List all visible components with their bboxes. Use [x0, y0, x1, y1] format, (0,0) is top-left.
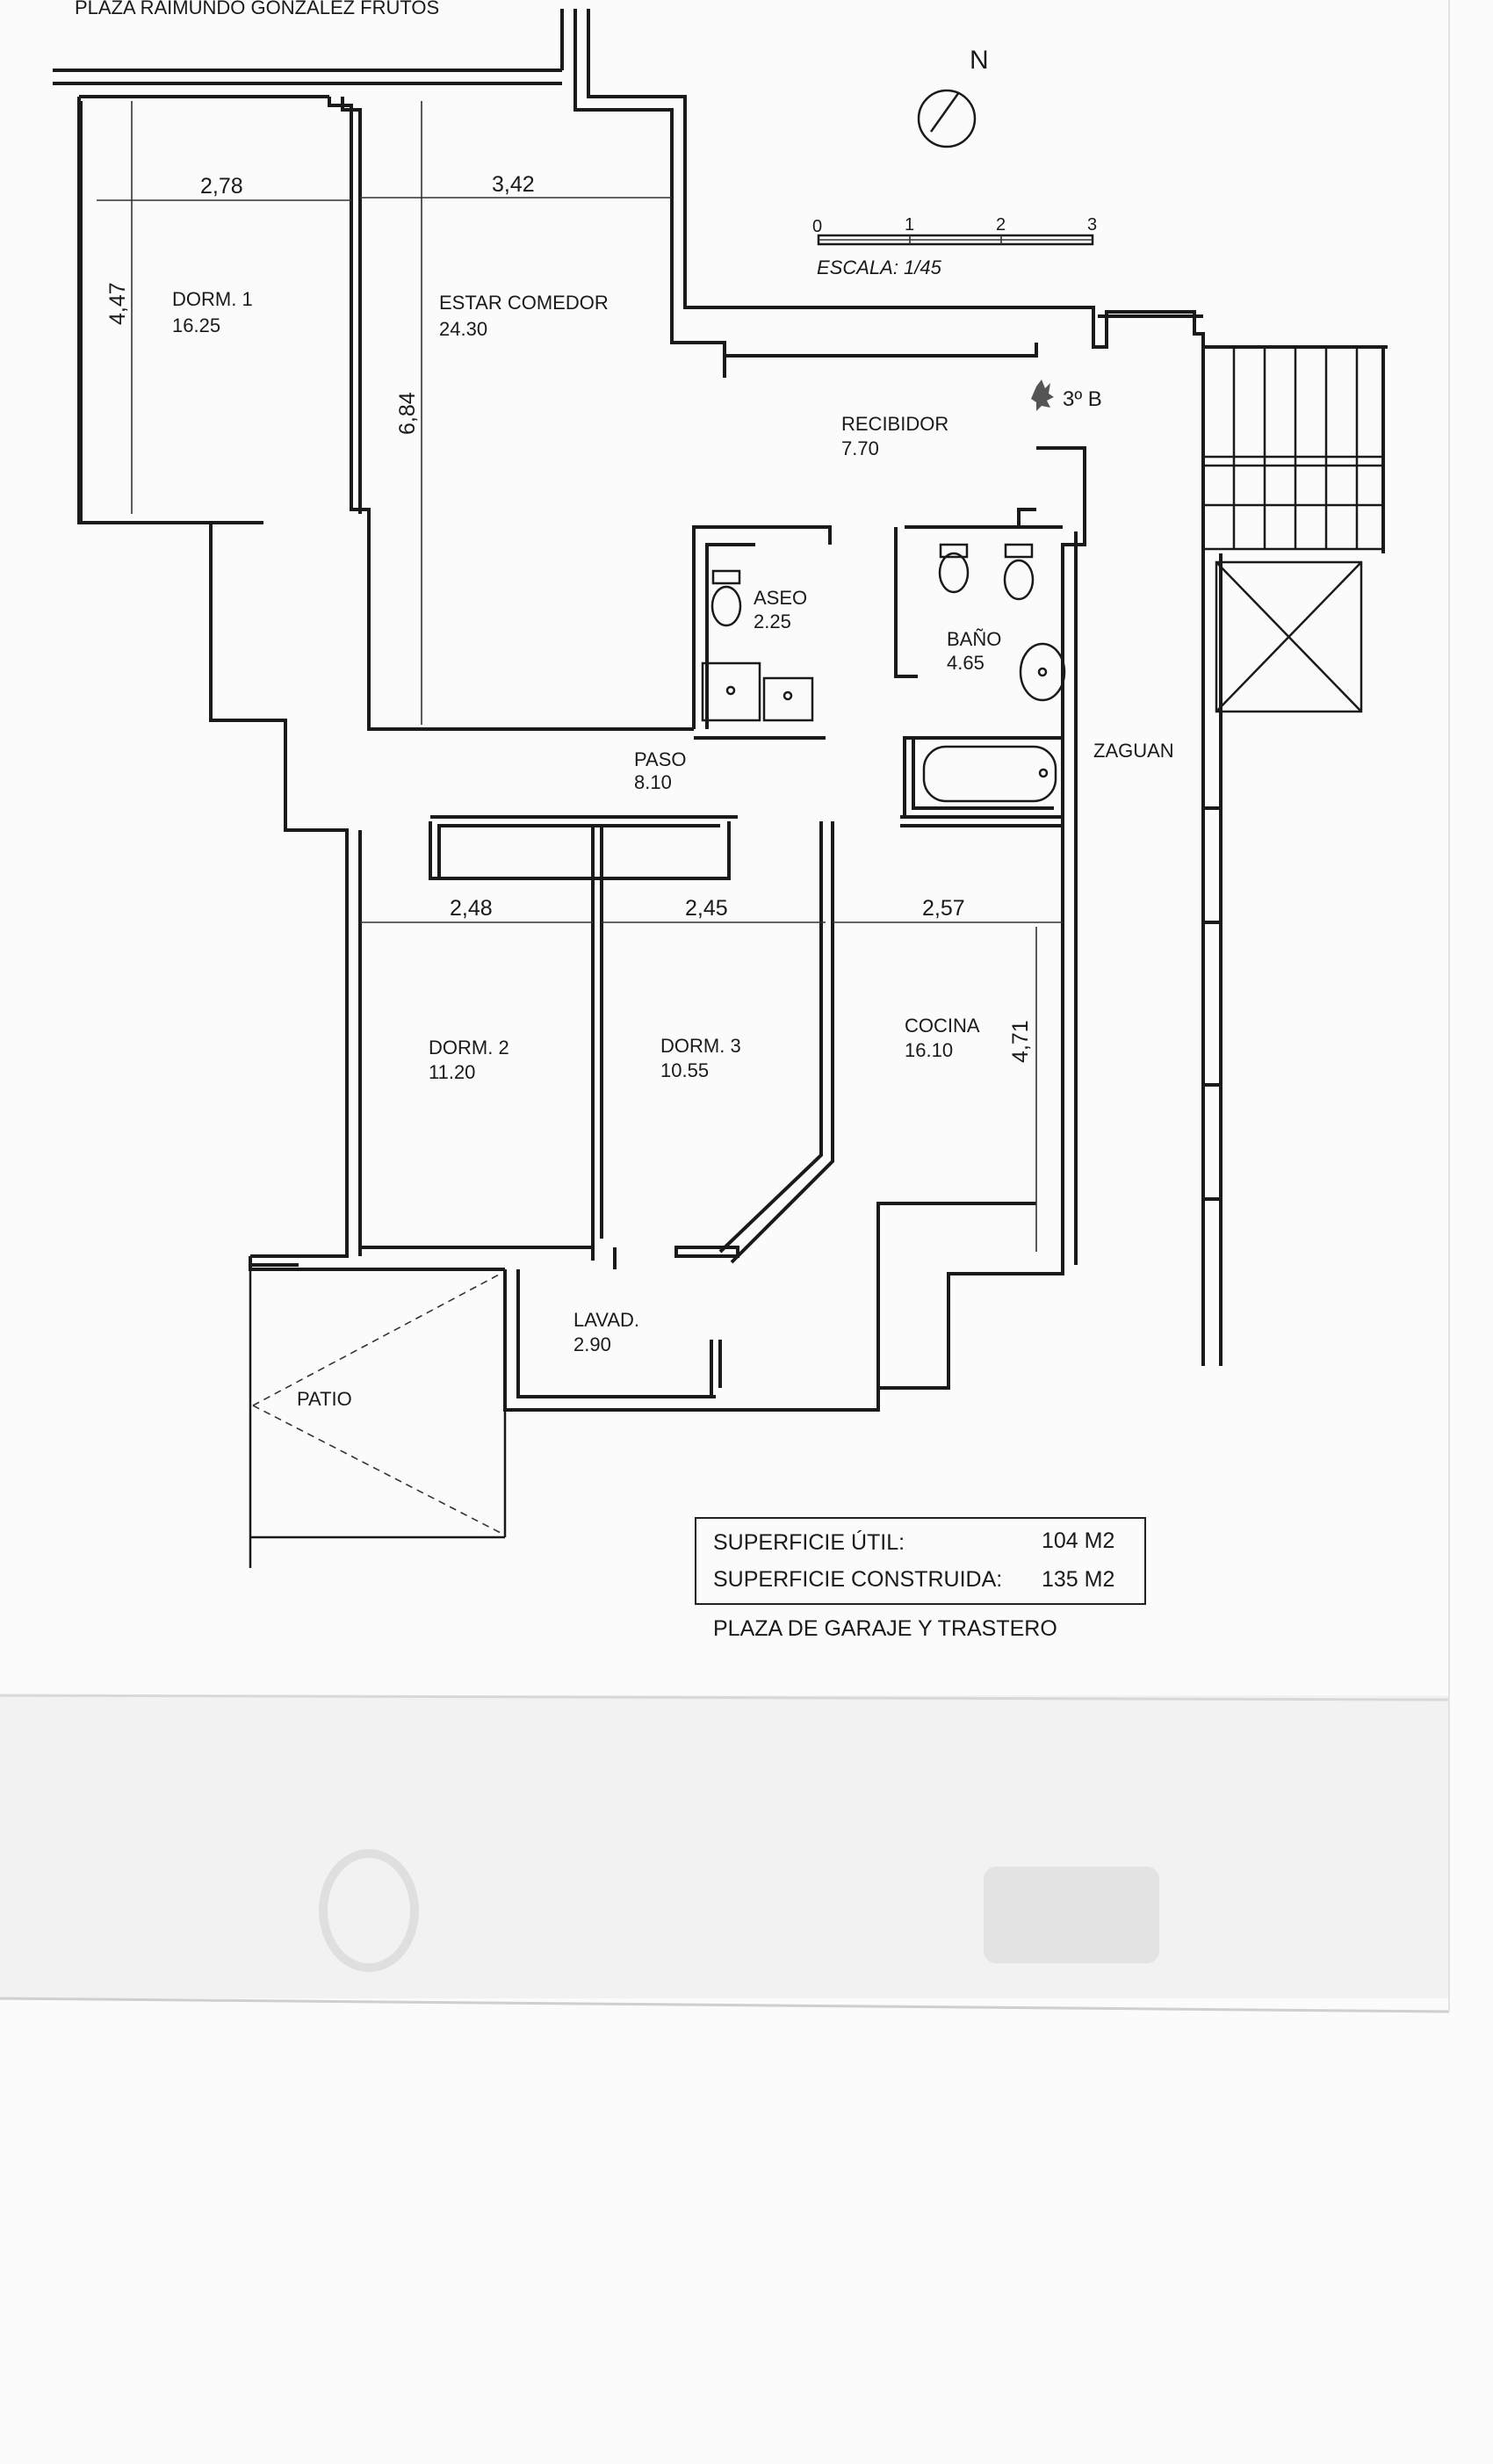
- dim-dorm3-width: 2,45: [685, 896, 728, 921]
- exterior-walls: [53, 9, 1388, 1412]
- scan-edge: [0, 1694, 1450, 1702]
- dim-cocina-width: 2,57: [922, 896, 965, 921]
- room-dorm1-area: 16.25: [172, 314, 220, 336]
- sink-icon: [1019, 642, 1066, 702]
- scale-bar: 0 1 2 3 ESCALA: 1/45: [812, 215, 1097, 278]
- room-bano-area: 4.65: [947, 652, 985, 674]
- toilet-icon: [710, 569, 742, 627]
- room-lavad-name: LAVAD.: [573, 1309, 639, 1331]
- scale-tick-0: 0: [812, 217, 822, 236]
- interior-walls: [250, 97, 1064, 1397]
- room-paso-name: PASO: [634, 748, 687, 770]
- north-arrow-icon: N: [917, 46, 989, 148]
- summary-useful-value: 104 M2: [1042, 1528, 1114, 1553]
- elevator-shaft: [1215, 560, 1363, 713]
- dim-estar-depth: 6,84: [395, 392, 420, 435]
- scale-label: ESCALA: 1/45: [817, 257, 942, 278]
- room-patio-name: PATIO: [297, 1388, 352, 1410]
- dimension-lines: [97, 101, 1063, 1252]
- surface-summary-box: SUPERFICIE ÚTIL: 104 M2 SUPERFICIE CONST…: [695, 1517, 1146, 1605]
- room-dorm3-name: DORM. 3: [660, 1035, 741, 1057]
- room-dorm1-name: DORM. 1: [172, 288, 253, 310]
- room-estar-area: 24.30: [439, 318, 487, 340]
- summary-extras: PLAZA DE GARAJE Y TRASTERO: [713, 1616, 1057, 1641]
- stairs: [1201, 345, 1385, 551]
- room-recibidor-name: RECIBIDOR: [841, 413, 948, 435]
- sink-icon: [762, 676, 814, 722]
- scale-tick-1: 1: [905, 215, 914, 235]
- room-dorm2-area: 11.20: [429, 1061, 475, 1083]
- unit-marker-icon: [1031, 379, 1054, 411]
- scan-edge: [0, 1997, 1450, 2013]
- room-bano-name: BAÑO: [947, 628, 1001, 650]
- patio-area: [249, 1269, 507, 1568]
- dim-dorm1-depth: 4,47: [105, 282, 130, 325]
- room-zaguan-name: ZAGUAN: [1093, 740, 1174, 762]
- zaguan-wall: [1201, 347, 1385, 1366]
- watermark-logo: [319, 1849, 1159, 1972]
- unit-label: 3º B: [1063, 387, 1102, 411]
- room-paso-area: 8.10: [634, 771, 672, 793]
- dim-cocina-depth: 4,71: [1008, 1020, 1033, 1063]
- dim-estar-width: 3,42: [492, 172, 535, 197]
- toilet-icon: [938, 543, 970, 594]
- room-recibidor-area: 7.70: [841, 437, 879, 459]
- summary-useful-label: SUPERFICIE ÚTIL:: [713, 1529, 905, 1555]
- room-dorm3-area: 10.55: [660, 1059, 709, 1081]
- room-lavad-area: 2.90: [573, 1333, 611, 1355]
- dim-dorm2-width: 2,48: [450, 896, 493, 921]
- bathtub-icon: [922, 745, 1057, 803]
- north-label: N: [970, 46, 989, 75]
- bidet-icon: [1003, 543, 1035, 601]
- dim-dorm1-width: 2,78: [200, 174, 243, 199]
- summary-built-value: 135 M2: [1042, 1567, 1114, 1592]
- room-estar-name: ESTAR COMEDOR: [439, 292, 609, 314]
- scale-tick-2: 2: [996, 215, 1006, 235]
- summary-built-label: SUPERFICIE CONSTRUIDA:: [713, 1567, 1002, 1592]
- room-dorm2-name: DORM. 2: [429, 1037, 509, 1059]
- room-cocina-name: COCINA: [905, 1015, 980, 1037]
- room-cocina-area: 16.10: [905, 1039, 953, 1061]
- room-aseo-area: 2.25: [754, 611, 791, 632]
- scan-band: [0, 1695, 1449, 1998]
- plan-address: PLAZA RAIMUNDO GONZALEZ FRUTOS: [75, 0, 439, 18]
- shower-tray-icon: [701, 661, 761, 722]
- room-aseo-name: ASEO: [754, 587, 807, 609]
- scale-tick-3: 3: [1087, 215, 1097, 235]
